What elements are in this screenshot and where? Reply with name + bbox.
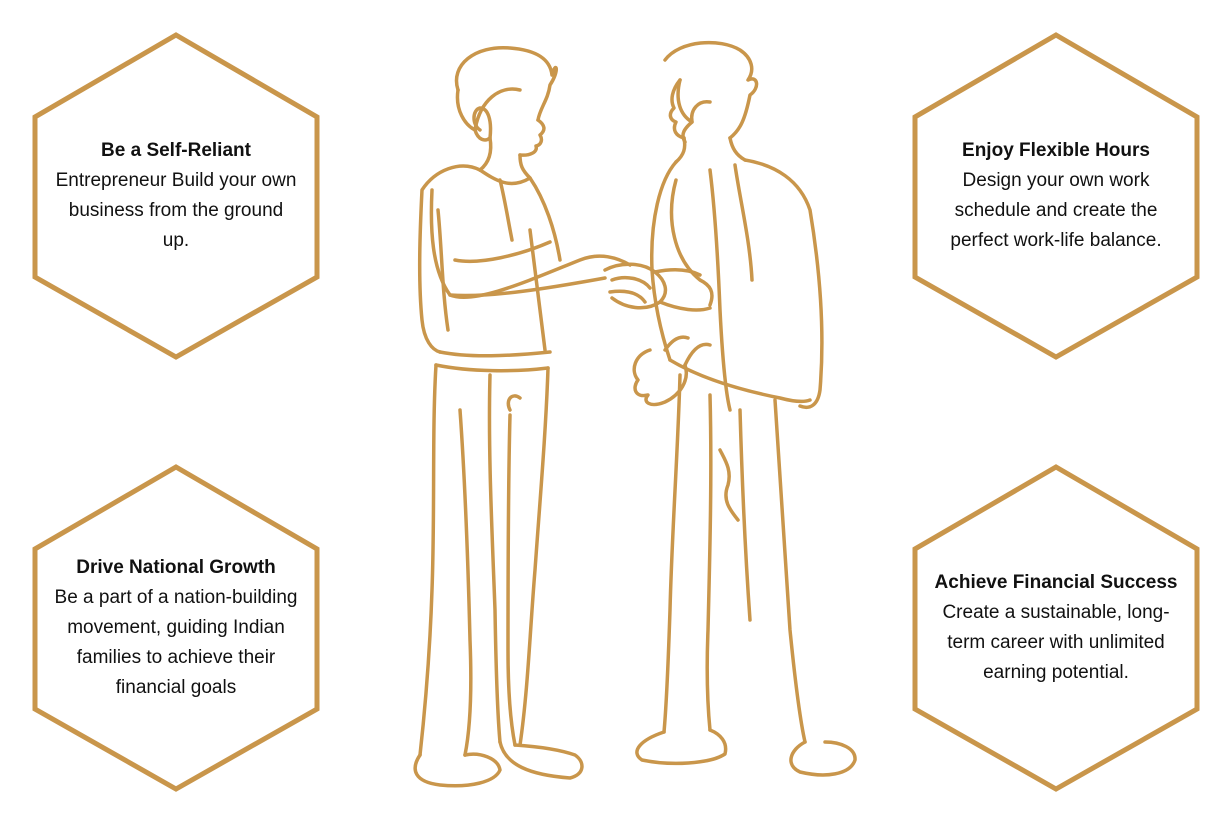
benefit-title: Achieve Financial Success	[934, 572, 1178, 593]
benefit-title: Be a Self-Reliant	[101, 140, 251, 161]
hexagon-frame-icon	[912, 464, 1200, 792]
benefit-title: Drive National Growth	[76, 557, 276, 578]
benefit-card-self-reliant: Be a Self-Reliant Entrepreneur Build you…	[31, 31, 321, 361]
benefit-title: Enjoy Flexible Hours	[962, 140, 1150, 161]
hexagon-frame-icon	[32, 32, 320, 360]
hexagon-frame-icon	[32, 464, 320, 792]
benefit-card-national-growth: Drive National Growth Be a part of a nat…	[31, 463, 321, 793]
handshake-line-art-icon	[413, 40, 857, 788]
benefit-description: Be a part of a nation-building movement,…	[54, 587, 298, 698]
benefit-card-flexible-hours: Enjoy Flexible Hours Design your own wor…	[911, 31, 1201, 361]
benefit-description: Create a sustainable, long-term career w…	[942, 602, 1170, 683]
benefit-description: Entrepreneur Build your own business fro…	[55, 170, 297, 251]
benefit-card-financial-success: Achieve Financial Success Create a susta…	[911, 463, 1201, 793]
handshake-illustration	[380, 30, 860, 800]
benefit-description: Design your own work schedule and create…	[950, 170, 1162, 251]
hexagon-frame-icon	[912, 32, 1200, 360]
